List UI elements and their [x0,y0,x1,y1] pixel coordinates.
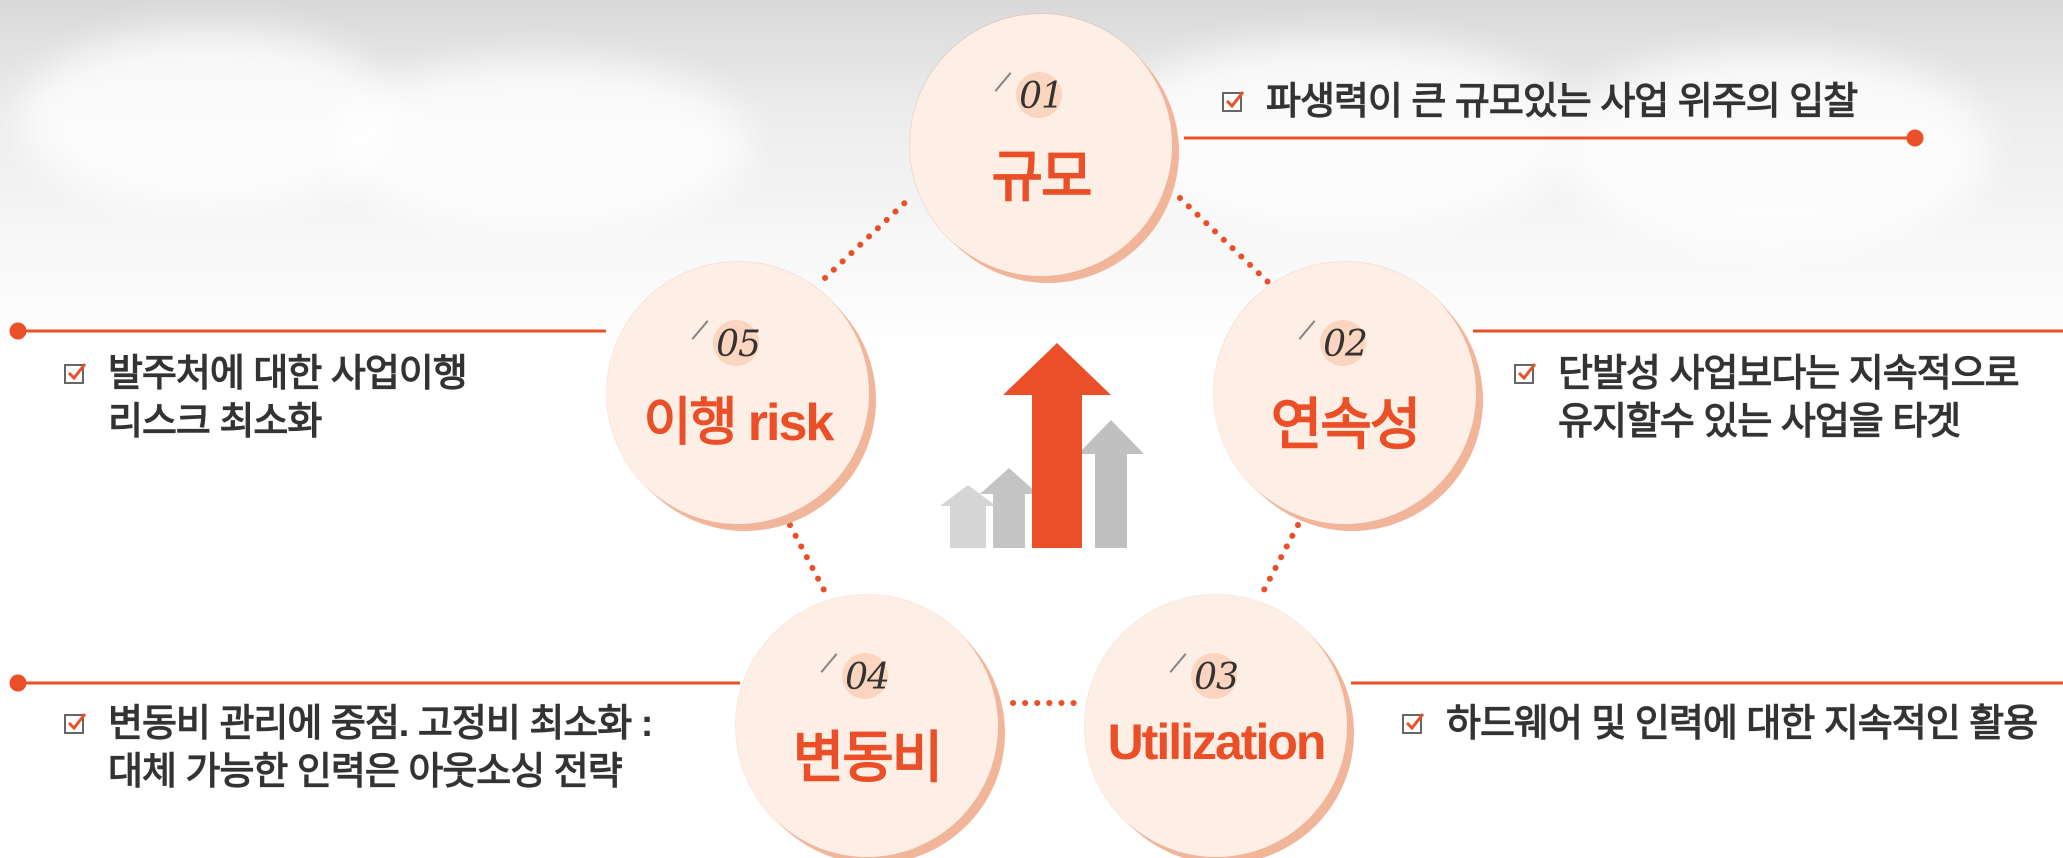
leader-dot-05 [9,322,27,340]
leader-dot-04 [9,674,27,692]
leader-dot-01 [1906,129,1924,147]
step-number: 02 [1323,324,1368,365]
step-bubble-01: 01 규모 [910,14,1172,276]
step-label: 연속성 [1270,393,1422,456]
connector-05-01 [822,193,915,281]
growth-arrows-icon [940,343,1144,548]
cloud-shape [20,30,400,210]
dotted-connectors [787,193,1301,706]
gray-arrow-tall-icon [1078,420,1144,548]
description-line: 발주처에 대한 사업이행 [108,353,468,395]
connector-04-05 [787,522,828,595]
checkbox-icon [1514,363,1536,384]
cloud-shape [1560,50,1990,250]
number-highlight-dot [713,320,759,366]
checkbox-icon [64,713,86,734]
step-number: 03 [1194,657,1239,698]
step-bubble-05: 05 이행 risk [607,262,869,524]
step-label: 변동비 [792,726,944,789]
checkbox-icon [64,363,86,384]
step-number: 01 [1019,76,1064,117]
description-line: 변동비 관리에 중점. 고정비 최소화 : [108,703,653,745]
description-line: 단발성 사업보다는 지속적으로 [1558,353,2020,395]
step-label: Utilization [1107,714,1327,770]
gray-arrow-small-icon [940,485,996,548]
step-label: 이행 risk [643,394,835,452]
step-description-01: 파생력이 큰 규모있는 사업 위주의 입찰 [1222,78,1858,126]
number-highlight-dot [1320,320,1366,366]
step-description-02: 단발성 사업보다는 지속적으로 유지할수 있는 사업을 타겟 [1514,350,2020,446]
step-label: 규모 [991,145,1092,208]
step-description-05: 발주처에 대한 사업이행 리스크 최소화 [64,350,468,446]
step-description-03: 하드웨어 및 인력에 대한 지속적인 활용 [1402,700,2038,748]
step-number: 04 [845,657,890,698]
description-line: 하드웨어 및 인력에 대한 지속적인 활용 [1446,703,2038,745]
leader-lines [9,129,2063,692]
step-bubble-04: 04 변동비 [736,595,998,857]
checkbox-icon [1222,91,1244,112]
number-highlight-dot [1016,72,1062,118]
connector-02-03 [1261,522,1301,593]
checkbox-icon [1402,713,1424,734]
description-line: 리스크 최소화 [108,401,322,443]
step-bubble-03: 03 Utilization [1085,595,1347,857]
description-line: 유지할수 있는 사업을 타겟 [1558,401,1961,443]
step-bubble-02: 02 연속성 [1214,262,1476,524]
connector-01-02 [1177,195,1271,285]
step-description-04: 변동비 관리에 중점. 고정비 최소화 : 대체 가능한 인력은 아웃소싱 전략 [64,700,653,796]
step-number: 05 [716,324,761,365]
number-highlight-dot [1191,653,1237,699]
description-line: 대체 가능한 인력은 아웃소싱 전략 [108,751,623,793]
cloud-shape [330,60,750,230]
description-line: 파생력이 큰 규모있는 사업 위주의 입찰 [1266,81,1858,123]
gray-arrow-medium-icon [980,468,1038,548]
orange-arrow-icon [1003,343,1111,548]
number-highlight-dot [842,653,888,699]
